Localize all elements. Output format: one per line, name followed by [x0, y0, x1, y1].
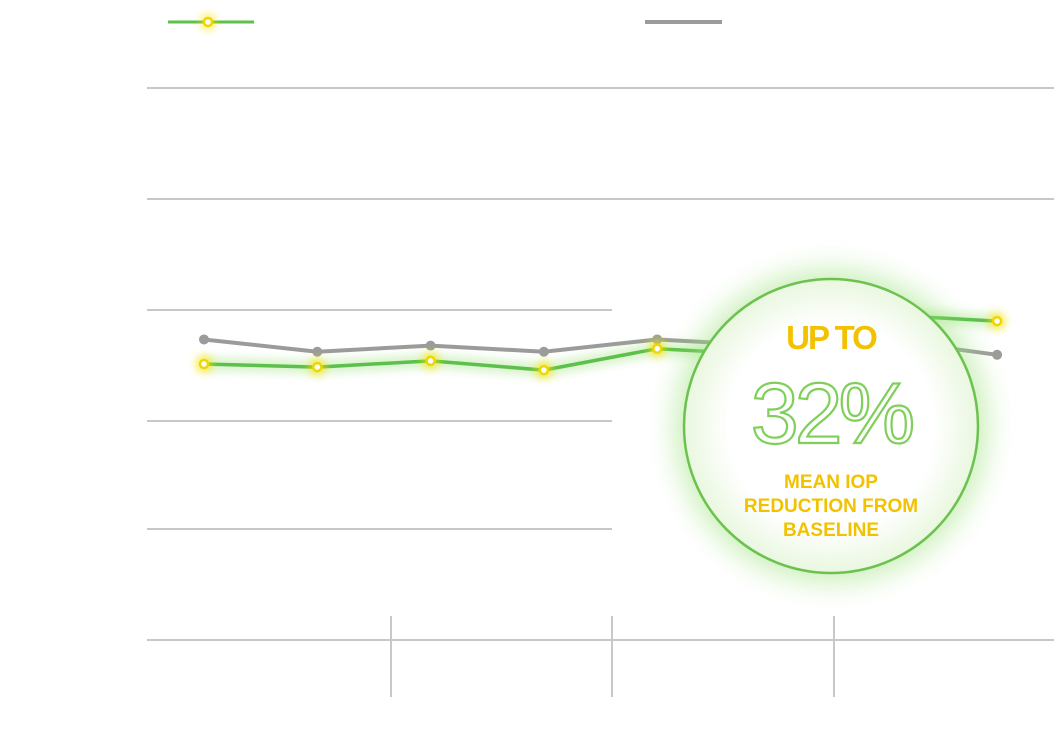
series-gray-point	[538, 346, 549, 357]
legend-green-marker	[202, 16, 214, 28]
legend	[166, 14, 722, 30]
callout-up-to: UP TO	[786, 319, 877, 356]
callout-percent: 32%	[751, 366, 913, 462]
callout-line-3: BASELINE	[783, 520, 879, 541]
series-green-point	[312, 361, 323, 373]
series-green-point	[991, 315, 1003, 327]
series-green-point	[651, 343, 663, 354]
callout-circle	[682, 277, 980, 575]
gridlines	[147, 87, 1054, 641]
series-gray-point	[312, 346, 323, 357]
series-gray-point	[425, 340, 436, 351]
callout-line-1: MEAN IOP	[784, 472, 878, 493]
x-axis-ticks	[390, 616, 835, 697]
series-gray-point	[992, 349, 1003, 360]
reduction-callout: UP TO 32% MEAN IOP REDUCTION FROM BASELI…	[675, 270, 987, 582]
series-green-point	[198, 358, 210, 370]
callout-line-2: REDUCTION FROM	[744, 496, 918, 517]
series-gray-point	[199, 334, 209, 345]
series-green-point	[425, 355, 436, 367]
series-green-point	[538, 364, 550, 376]
